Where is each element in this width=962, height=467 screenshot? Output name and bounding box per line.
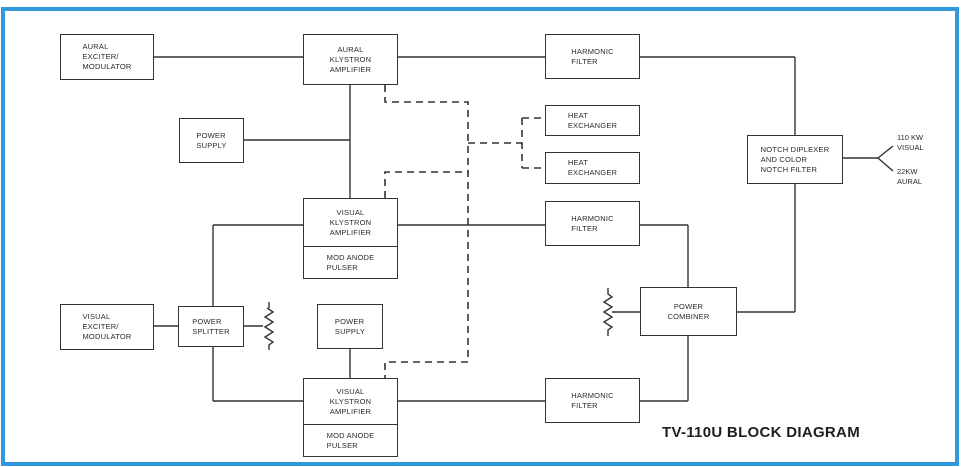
diagram-title: TV-110U BLOCK DIAGRAM	[662, 424, 860, 441]
termination-resistor	[263, 307, 275, 350]
power-supply-block-2: POWER SUPPLY	[317, 304, 383, 349]
mod-anode-pulser-label: MOD ANODE PULSER	[326, 252, 375, 272]
notch-diplexer-block: NOTCH DIPLEXER AND COLOR NOTCH FILTER	[747, 135, 843, 184]
power-supply-block-1: POWER SUPPLY	[179, 118, 244, 163]
termination-resistor	[602, 288, 614, 336]
aural-exciter-modulator-block: AURAL EXCITER/ MODULATOR	[60, 34, 154, 80]
connector	[877, 157, 894, 172]
harmonic-filter-block-2: HARMONIC FILTER	[545, 201, 640, 246]
mod-anode-pulser-block-1: MOD ANODE PULSER	[303, 246, 398, 279]
harmonic-filter-block-3: HARMONIC FILTER	[545, 378, 640, 423]
visual-klystron-amplifier-block-1: VISUAL KLYSTRON AMPLIFIER	[303, 198, 398, 247]
power-combiner-block: POWER COMBINER	[640, 287, 737, 336]
harmonic-filter-label: HARMONIC FILTER	[571, 213, 614, 233]
power-supply-label: POWER SUPPLY	[196, 130, 227, 150]
harmonic-filter-label: HARMONIC FILTER	[571, 46, 614, 66]
harmonic-filter-block-1: HARMONIC FILTER	[545, 34, 640, 79]
visual-output-label: 110 KW VISUAL	[897, 133, 924, 152]
heat-exchanger-label: HEAT EXCHANGER	[567, 110, 618, 130]
heat-exchanger-label: HEAT EXCHANGER	[567, 158, 618, 177]
aural-klystron-amplifier-block: AURAL KLYSTRON AMPLIFIER	[303, 34, 398, 85]
visual-exciter-label: VISUAL EXCITER/ MODULATOR	[82, 312, 132, 341]
mod-anode-pulser-label: MOD ANODE PULSER	[326, 430, 375, 450]
aural-klystron-label: AURAL KLYSTRON AMPLIFIER	[329, 44, 372, 74]
visual-klystron-label: VISUAL KLYSTRON AMPLIFIER	[329, 207, 372, 237]
power-supply-label: POWER SUPPLY	[334, 316, 366, 336]
notch-diplexer-label: NOTCH DIPLEXER AND COLOR NOTCH FILTER	[760, 144, 830, 174]
diagram-frame	[1, 7, 959, 466]
visual-exciter-modulator-block: VISUAL EXCITER/ MODULATOR	[60, 304, 154, 350]
aural-output-label: 22KW AURAL	[897, 167, 923, 186]
mod-anode-pulser-block-2: MOD ANODE PULSER	[303, 424, 398, 457]
heat-exchanger-block-2: HEAT EXCHANGER	[545, 152, 640, 184]
connector	[877, 145, 894, 159]
harmonic-filter-label: HARMONIC FILTER	[571, 390, 614, 410]
heat-exchanger-block-1: HEAT EXCHANGER	[545, 105, 640, 136]
visual-klystron-label: VISUAL KLYSTRON AMPLIFIER	[329, 386, 372, 416]
visual-klystron-amplifier-block-2: VISUAL KLYSTRON AMPLIFIER	[303, 378, 398, 425]
aural-exciter-label: AURAL EXCITER/ MODULATOR	[82, 42, 132, 71]
coolant-line	[384, 171, 468, 198]
power-combiner-label: POWER COMBINER	[667, 301, 710, 321]
power-splitter-block: POWER SPLITTER	[178, 306, 244, 347]
power-splitter-label: POWER SPLITTER	[192, 316, 230, 336]
coolant-line	[384, 85, 469, 378]
